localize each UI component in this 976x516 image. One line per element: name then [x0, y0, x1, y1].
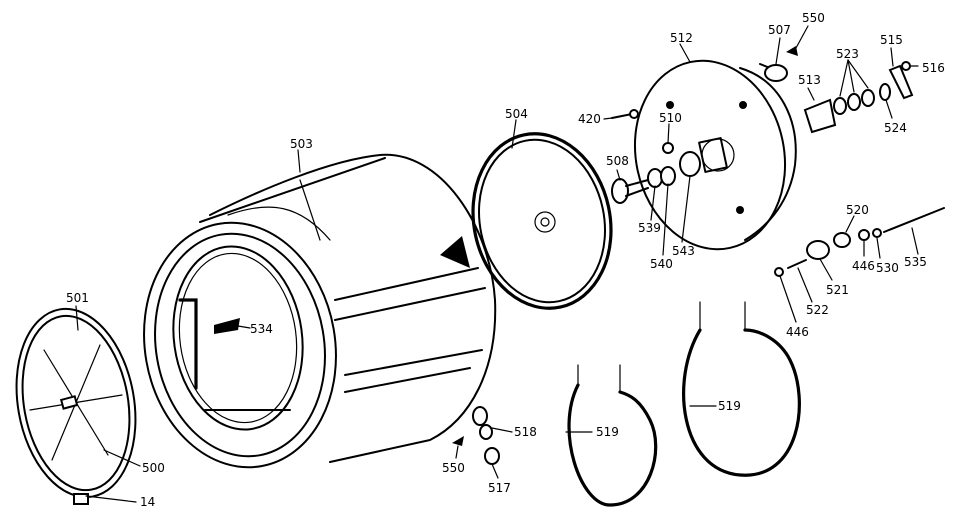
label-504: 504 — [505, 107, 528, 121]
part-446-washer-right — [858, 229, 870, 241]
part-523-washers — [833, 89, 875, 115]
label-14: 14 — [140, 495, 155, 509]
label-507: 507 — [768, 23, 791, 37]
part-522-spring — [787, 259, 807, 269]
part-524-roller — [879, 83, 891, 101]
label-446-right: 446 — [852, 259, 875, 273]
label-540: 540 — [650, 257, 673, 271]
label-543: 543 — [672, 244, 695, 258]
label-512: 512 — [670, 31, 693, 45]
label-501: 501 — [66, 291, 89, 305]
part-521-roller — [806, 240, 830, 260]
label-530: 530 — [876, 261, 899, 275]
label-550-bottom: 550 — [442, 461, 465, 475]
label-510: 510 — [659, 111, 682, 125]
part-534-screw — [214, 318, 240, 334]
label-503: 503 — [290, 137, 313, 151]
label-534: 534 — [250, 322, 273, 336]
part-543-nut — [679, 151, 701, 177]
part-446-washer-left — [774, 267, 784, 277]
label-518: 518 — [514, 425, 537, 439]
part-540-washer — [660, 166, 676, 186]
part-539-washer — [647, 168, 663, 188]
label-524: 524 — [884, 121, 907, 135]
part-519-belt-large — [682, 301, 801, 477]
label-517: 517 — [488, 481, 511, 495]
label-523: 523 — [836, 47, 859, 61]
part-513-bracket — [803, 98, 837, 134]
label-508: 508 — [606, 154, 629, 168]
label-521: 521 — [826, 283, 849, 297]
label-420: 420 — [578, 112, 601, 126]
label-446-left: 446 — [786, 325, 809, 339]
part-550-screw-bottom — [452, 436, 464, 446]
part-500-baffle-cross — [29, 344, 123, 461]
part-519-belt-small — [567, 364, 658, 507]
part-420-screw — [611, 109, 639, 119]
label-550-top: 550 — [802, 11, 825, 25]
part-530-nut — [872, 228, 882, 238]
part-516-nut — [901, 61, 911, 71]
part-515-axle — [888, 64, 914, 100]
part-518-rollers — [472, 406, 493, 440]
label-513: 513 — [798, 73, 821, 87]
part-507-mount — [764, 64, 788, 82]
label-539: 539 — [638, 221, 661, 235]
part-504-rear-drum-seal — [471, 132, 613, 310]
label-516: 516 — [922, 61, 945, 75]
label-500: 500 — [142, 461, 165, 475]
part-503-drum — [143, 153, 497, 469]
leader-lines — [75, 25, 919, 503]
label-515: 515 — [880, 33, 903, 47]
label-519-small: 519 — [596, 425, 619, 439]
label-535: 535 — [904, 255, 927, 269]
label-522: 522 — [806, 303, 829, 317]
label-519-large: 519 — [718, 399, 741, 413]
label-520: 520 — [846, 203, 869, 217]
part-517-roller — [484, 447, 500, 465]
part-14-clip — [73, 493, 89, 505]
part-550-screw-top — [786, 46, 798, 56]
part-535-shaft — [883, 207, 945, 233]
part-508-shaft — [611, 178, 649, 204]
part-510-bearing — [662, 142, 674, 154]
part-520-roller — [833, 232, 851, 248]
